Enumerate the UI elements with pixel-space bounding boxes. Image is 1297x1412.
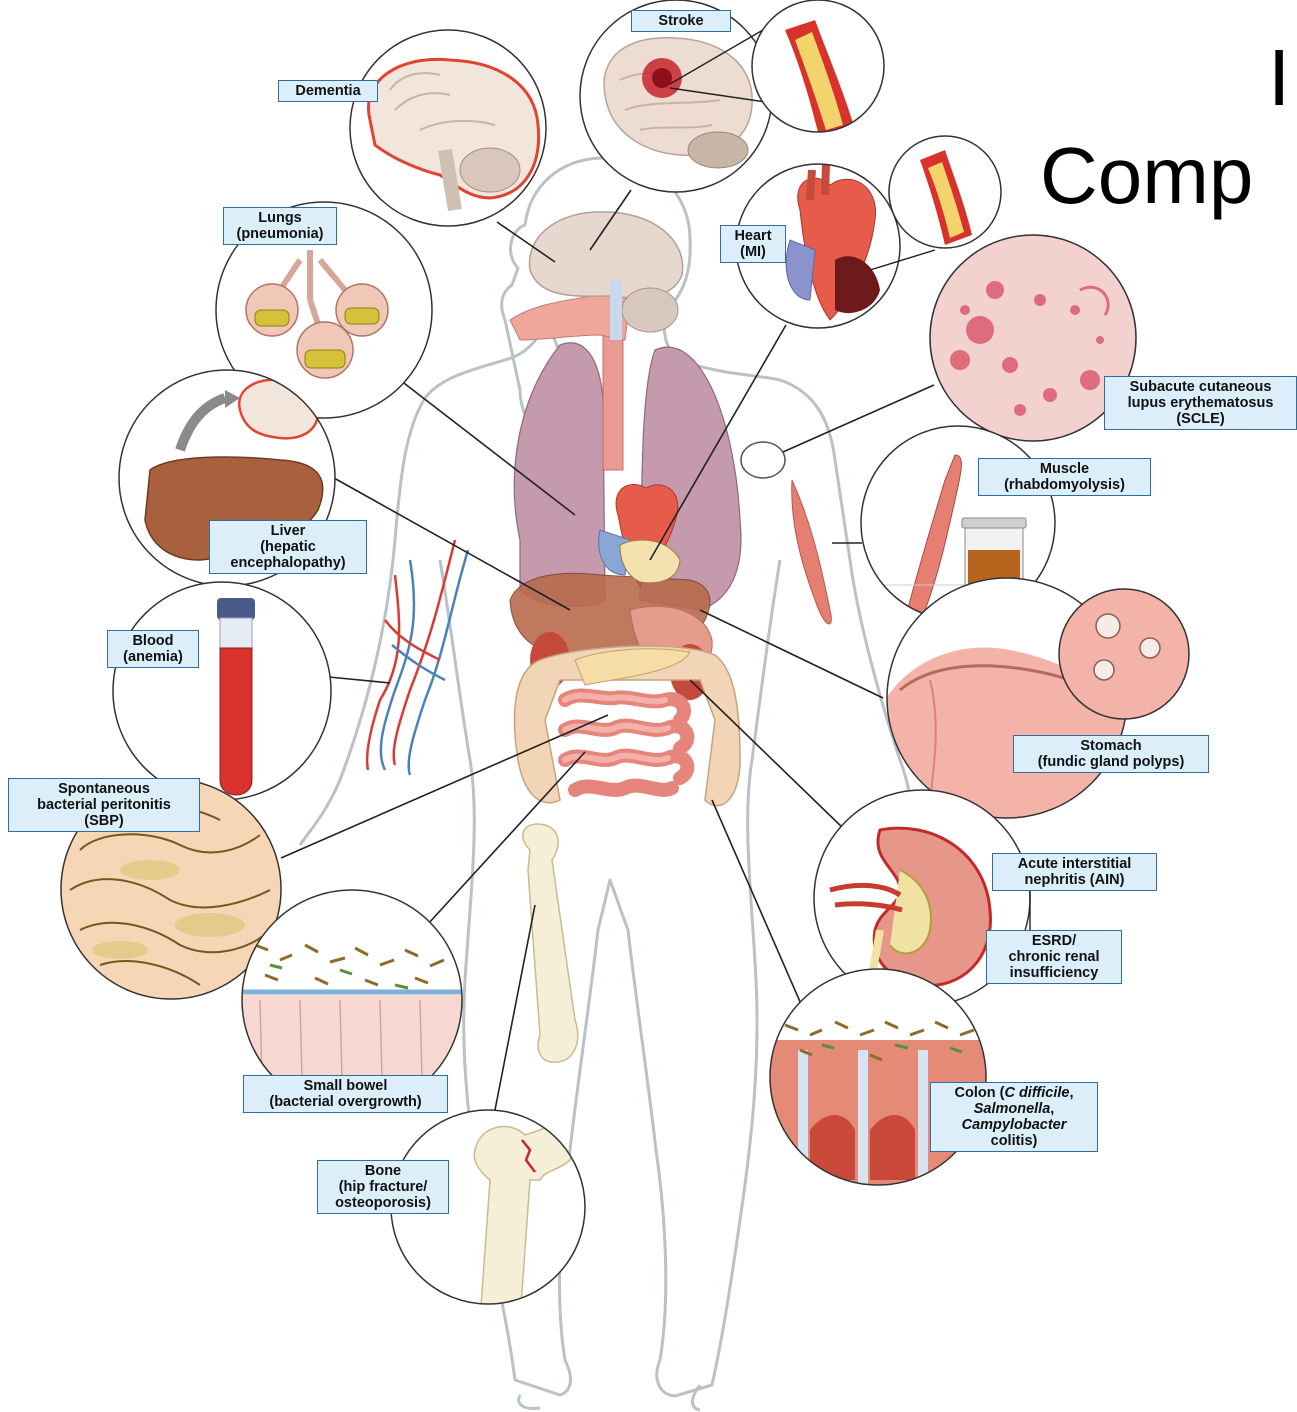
label-colon: Colon (C difficile, Salmonella, Campylob… bbox=[930, 1082, 1098, 1152]
label-small-bowel: Small bowel(bacterial overgrowth) bbox=[243, 1075, 448, 1113]
label-muscle: Muscle(rhabdomyolysis) bbox=[978, 458, 1151, 496]
label-bone: Bone(hip fracture/osteoporosis) bbox=[317, 1160, 449, 1214]
label-stroke: Stroke bbox=[631, 10, 731, 32]
dementia-inset bbox=[350, 30, 546, 226]
slide-title-line-1: I bbox=[1268, 38, 1290, 118]
bone-inset bbox=[391, 1110, 585, 1320]
stroke-inset bbox=[580, 0, 884, 192]
label-stomach: Stomach(fundic gland polyps) bbox=[1013, 735, 1209, 773]
label-dementia: Dementia bbox=[278, 80, 378, 102]
label-blood: Blood(anemia) bbox=[107, 630, 199, 668]
colon-inset bbox=[770, 969, 990, 1190]
label-heart: Heart(MI) bbox=[720, 225, 786, 263]
label-lungs: Lungs(pneumonia) bbox=[223, 207, 337, 245]
slide-title-line-2: Comp bbox=[1040, 136, 1253, 216]
blood-inset bbox=[113, 582, 331, 800]
